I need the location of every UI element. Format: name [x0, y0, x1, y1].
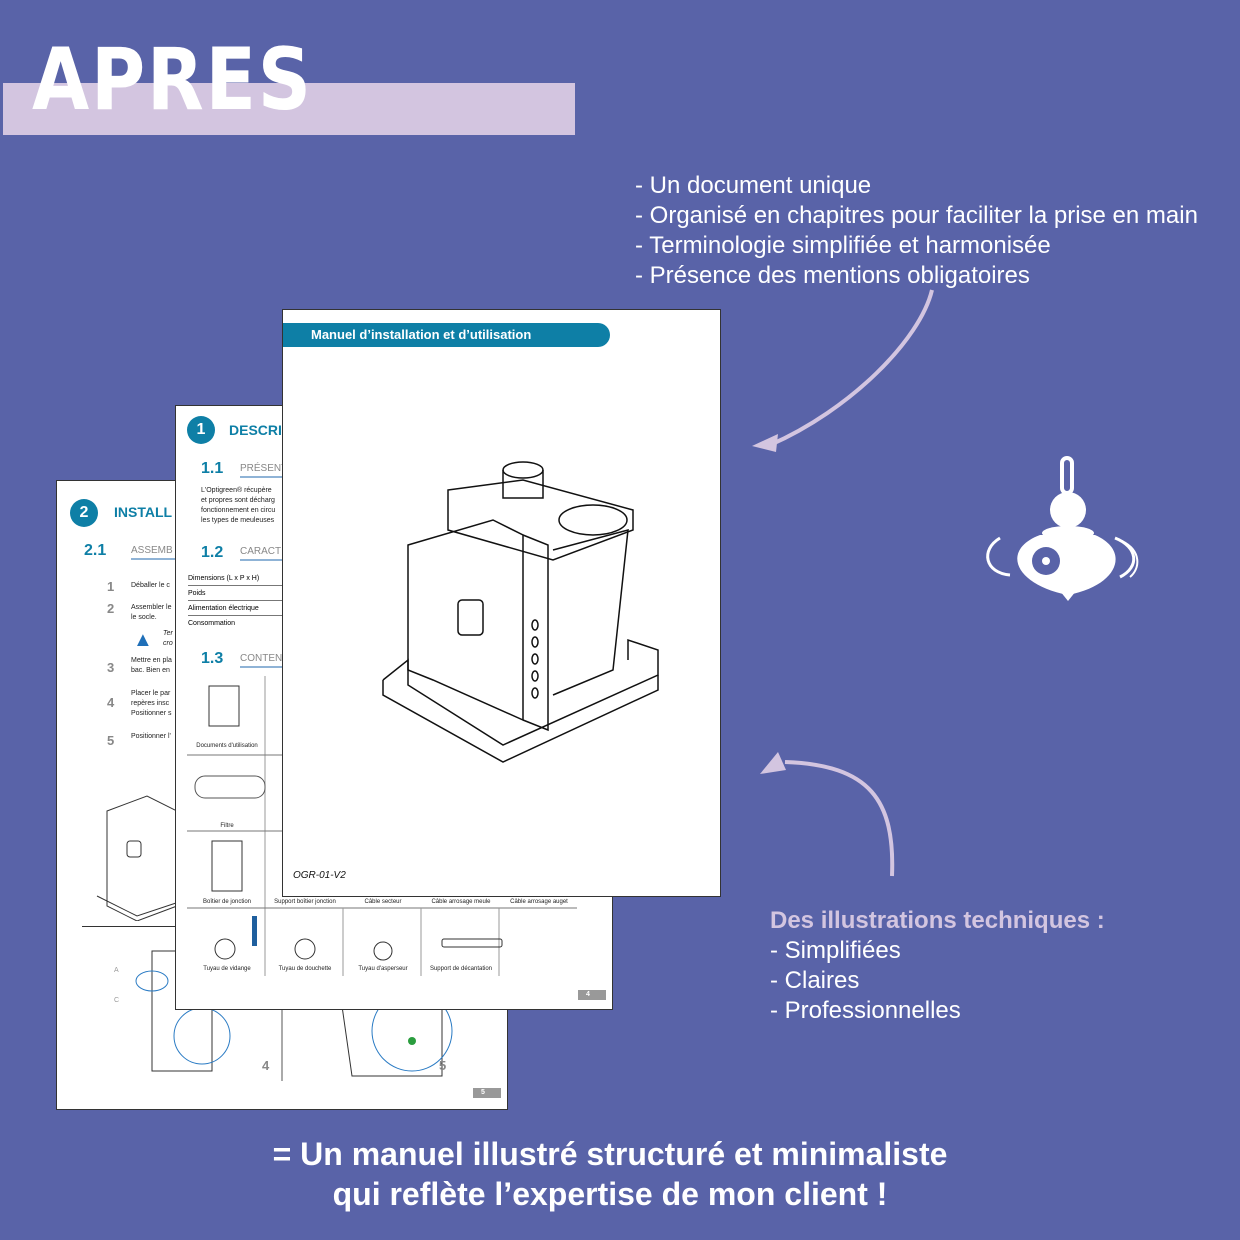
section-number: 1.3 — [201, 650, 224, 667]
spec-row: Poids — [188, 586, 288, 601]
spec-row: Alimentation électrique — [188, 601, 288, 616]
content-label: Tuyau de vidange — [203, 966, 251, 972]
divider — [82, 926, 182, 927]
step-text: Placer le par repères insc Positionner s — [131, 690, 172, 717]
content-label: Boîtier de jonction — [202, 899, 252, 905]
feature-item: - Organisé en chapitres pour faciliter l… — [635, 202, 1198, 229]
contents-grid — [187, 676, 577, 976]
step-number: 2 — [107, 601, 115, 616]
chapter-title: DESCRI — [229, 422, 282, 438]
document-reference: OGR-01-V2 — [293, 870, 346, 881]
section-number: 1.1 — [201, 460, 224, 477]
title-band — [3, 83, 575, 135]
specs-table: Dimensions (L x P x H) Poids Alimentatio… — [188, 571, 288, 630]
content-label: Câble arrosage auget — [510, 899, 568, 905]
illustrations-item: - Professionnelles — [770, 997, 961, 1024]
chapter-number: 2 — [70, 499, 98, 527]
step-text: Positionner l' — [131, 733, 171, 740]
page-title: APRES — [32, 30, 313, 130]
feature-list: - Un document unique - Organisé en chapi… — [635, 171, 1198, 291]
conclusion-line: = Un manuel illustré structuré et minima… — [272, 1136, 948, 1172]
chapter-number: 1 — [187, 416, 215, 444]
illustrations-item: - Simplifiées — [770, 937, 901, 964]
feature-item: - Un document unique — [635, 172, 872, 199]
arrowhead-bottom-icon — [760, 752, 786, 774]
spec-row: Dimensions (L x P x H) — [188, 571, 288, 586]
page-number: 4 — [578, 990, 606, 1000]
step-text: Assembler le le socle. — [131, 604, 172, 621]
warning-icon: ▲ — [133, 629, 153, 651]
content-label: Câble arrosage meule — [431, 899, 491, 905]
content-label: Câble secteur — [364, 899, 402, 905]
arrow-top-icon — [769, 289, 934, 447]
machine-illustration — [382, 461, 659, 763]
step-number: 5 — [107, 733, 115, 748]
callout-label: C — [114, 997, 120, 1004]
arrowhead-top-icon — [752, 434, 778, 452]
step-text: Déballer le c — [131, 582, 170, 589]
section-title: CARACT — [240, 546, 300, 561]
cover-header: Manuel d’installation et d’utilisation — [283, 323, 610, 347]
content-label: Tuyau de douchette — [278, 966, 332, 972]
page-number: 5 — [473, 1088, 501, 1098]
callout-label: A — [114, 967, 119, 974]
manual-cover: Manuel d’installation et d’utilisation O… — [282, 309, 721, 897]
conclusion: = Un manuel illustré structuré et minima… — [0, 1134, 1220, 1214]
content-label: Support de décantation — [429, 966, 493, 972]
conclusion-line: qui reflète l’expertise de mon client ! — [332, 1176, 888, 1212]
spinning-top-icon — [986, 456, 1139, 601]
feature-item: - Terminologie simplifiée et harmonisée — [635, 232, 1051, 259]
step-number: 3 — [107, 660, 115, 675]
content-label: Tuyau d'asperseur — [358, 966, 408, 972]
arrow-bottom-icon — [784, 760, 895, 877]
section-title: ASSEMB — [131, 545, 191, 560]
step-text: Mettre en pla bac. Bien en — [131, 657, 172, 674]
section-title: PRÉSENT — [240, 463, 300, 478]
step-number: 4 — [107, 695, 115, 710]
content-label: Filtre — [220, 823, 234, 829]
intro-text: L'Optigreen® récupère et propres sont dé… — [201, 487, 276, 524]
figure-number: 5 — [439, 1058, 447, 1073]
illustrations-item: - Claires — [770, 967, 860, 994]
step-number: 1 — [107, 579, 115, 594]
figure-number: 4 — [262, 1058, 270, 1073]
section-number: 2.1 — [84, 542, 107, 559]
content-label: Support boîtier jonction — [274, 899, 336, 905]
illustrations-list: Des illustrations techniques : - Simplif… — [770, 906, 1105, 1026]
section-title: CONTEN — [240, 653, 300, 668]
warning-text: Ter cro — [163, 630, 173, 647]
content-label: Documents d'utilisation — [196, 743, 258, 749]
feature-item: - Présence des mentions obligatoires — [635, 262, 1030, 289]
section-number: 1.2 — [201, 544, 224, 561]
chapter-title: INSTALL — [114, 504, 173, 520]
illustrations-heading: Des illustrations techniques : — [770, 907, 1105, 934]
spec-row: Consommation — [188, 620, 236, 627]
junction-box-illustration — [96, 795, 183, 921]
